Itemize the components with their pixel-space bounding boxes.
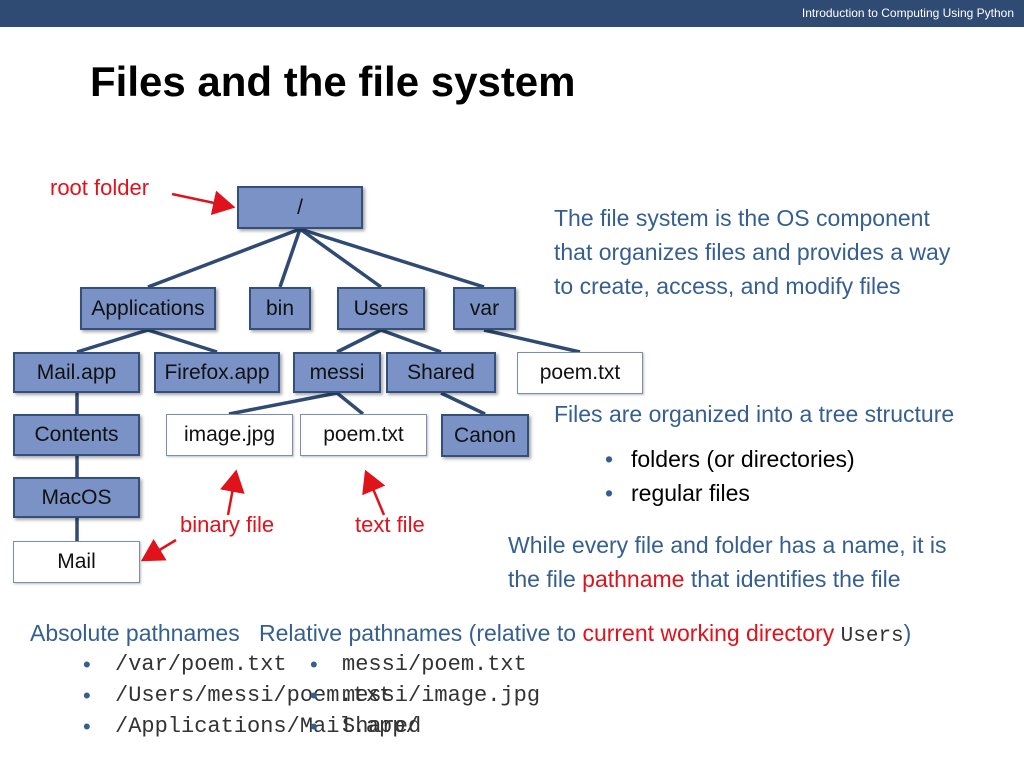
relative-item: Shared [310,714,421,740]
edge-users-shared [380,328,442,354]
desc-line-1: The file system is the OS component [554,205,930,231]
edge-applications-firefox [147,328,218,354]
arrow-mail [140,538,177,562]
pathname-text-a: the file [508,566,583,592]
arrow-root-folder [171,190,236,216]
relative-item: messi/poem.txt [310,652,527,678]
tree-node-mail: Mail [13,541,140,583]
edge-root-users [298,227,383,289]
edge-var-poem [483,328,581,354]
tree-node-mail-app: Mail.app [13,352,140,393]
pathname-line-2: the file pathname that identifies the fi… [508,562,901,596]
absolute-heading: Absolute pathnames [30,620,240,646]
tree-node-contents: Contents [13,414,140,456]
absolute-item: /var/poem.txt [83,652,287,678]
tree-intro: Files are organized into a tree structur… [554,401,955,427]
tree-node-var-poem: poem.txt [517,352,643,394]
relative-heading-cwd: current working directory [582,620,835,646]
relative-heading-code: Users [840,625,904,648]
edge-shared-canon [440,391,486,416]
tree-node-var: var [453,287,516,330]
header-bar: Introduction to Computing Using Python [0,0,1024,27]
arrow-text-file [362,469,386,516]
bullet-regular-files: regular files [605,480,750,507]
tree-node-root: / [237,186,363,229]
tree-node-image: image.jpg [166,414,293,456]
desc-line-3: to create, access, and modify files [554,273,901,299]
relative-heading-close: ) [903,620,912,646]
desc-line-2: that organizes files and provides a way [554,239,951,265]
tree-node-messi-poem: poem.txt [300,414,427,456]
slide-title: Files and the file system [90,58,576,105]
bullet-folders: folders (or directories) [605,446,855,473]
tree-node-canon: Canon [441,414,529,457]
edge-root-var [299,227,485,289]
pathname-text-b: that identifies the file [684,566,901,592]
edge-root-applications [147,227,301,289]
edge-users-messi [336,328,382,354]
relative-item: messi/image.jpg [310,683,540,709]
tree-edges [75,227,581,541]
tree-node-bin: bin [249,287,311,330]
label-text-file: text file [355,512,425,537]
edge-messi-image [228,391,338,416]
pathname-keyword: pathname [582,566,685,592]
tree-node-macos: MacOS [13,477,140,518]
arrow-binary-file [220,469,245,516]
label-binary-file: binary file [180,512,275,537]
course-title: Introduction to Computing Using Python [801,6,1014,20]
edge-messi-poem [335,391,365,416]
tree-node-firefox-app: Firefox.app [154,352,280,393]
tree-node-applications: Applications [80,287,216,330]
edge-root-bin [278,228,302,288]
edge-applications-mail [76,328,149,354]
relative-heading-text: Relative pathnames (relative to [259,620,583,646]
tree-node-users: Users [337,287,425,330]
label-root-folder: root folder [50,175,150,200]
tree-node-messi: messi [293,352,381,393]
relative-heading: Relative pathnames (relative to current … [259,620,911,648]
tree-node-shared: Shared [386,352,496,393]
pathname-line-1: While every file and folder has a name, … [508,532,947,558]
